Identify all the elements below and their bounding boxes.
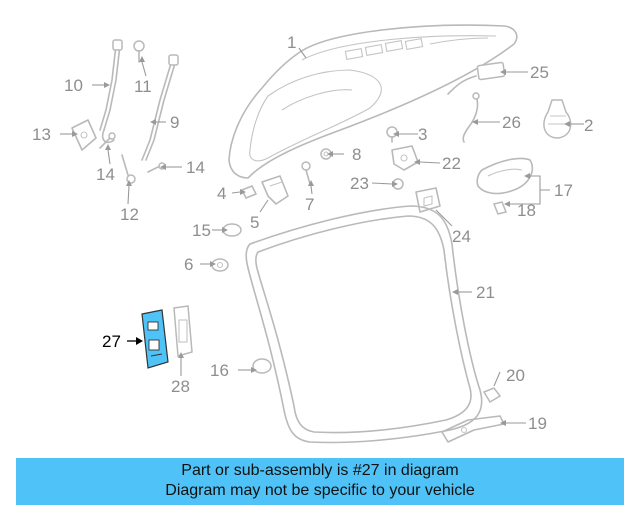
hinge-5 [261, 175, 289, 205]
leader-arrowheads [72, 56, 570, 426]
highlighted-part-27 [141, 309, 169, 369]
callout-22: 22 [442, 154, 461, 173]
callout-20: 20 [506, 366, 525, 385]
callout-10: 10 [64, 76, 83, 95]
callout-2: 2 [584, 116, 593, 135]
clip-7 [301, 161, 311, 185]
callout-25: 25 [530, 63, 549, 82]
callout-14b: 14 [186, 158, 205, 177]
liftgate-panel [228, 24, 518, 179]
leader-line-27 [127, 337, 143, 345]
parts-diagram: 1 2 3 4 5 6 7 8 9 10 11 12 13 14 14 15 1… [32, 24, 593, 444]
callout-labels: 1 2 3 4 5 6 7 8 9 10 11 12 13 14 14 15 1… [32, 33, 593, 433]
banner-line-2: Diagram may not be specific to your vehi… [165, 482, 475, 499]
callout-19: 19 [528, 414, 547, 433]
bumper-16 [252, 358, 272, 374]
banner-line-1: Part or sub-assembly is #27 in diagram [181, 462, 459, 479]
callout-9: 9 [170, 113, 179, 132]
handle-17 [476, 157, 534, 195]
callout-13: 13 [32, 125, 51, 144]
bolt-4 [241, 185, 257, 199]
clip-18 [492, 201, 508, 215]
callout-11: 11 [134, 77, 152, 96]
callout-7: 7 [305, 195, 314, 214]
callout-4: 4 [217, 184, 226, 203]
callout-3: 3 [418, 125, 427, 144]
part-28 [173, 305, 193, 357]
lift-support-left [99, 39, 123, 144]
ball-stud-12 [121, 154, 136, 184]
hinge-bracket-13 [71, 119, 97, 151]
callout-15: 15 [192, 221, 211, 240]
bolt-14-left [99, 132, 116, 149]
switch-25 [447, 61, 506, 95]
latch-22 [391, 145, 419, 171]
callout-18: 18 [517, 201, 536, 220]
callout-6: 6 [184, 255, 193, 274]
ball-stud [133, 40, 145, 63]
striker-24 [415, 187, 441, 213]
bumper-6 [211, 258, 229, 272]
callout-1: 1 [287, 33, 296, 52]
callout-8: 8 [352, 145, 361, 164]
leader-lines [60, 47, 584, 424]
callout-12: 12 [120, 205, 139, 224]
callout-24: 24 [452, 227, 471, 246]
callout-28: 28 [171, 377, 190, 396]
callout-17: 17 [554, 181, 573, 200]
rod-26 [462, 92, 480, 143]
lift-support-right [141, 54, 179, 161]
weatherstrip-seal [245, 205, 483, 444]
callout-16: 16 [210, 361, 229, 380]
nut-20 [482, 387, 502, 404]
callout-27: 27 [102, 332, 121, 351]
info-banner: Part or sub-assembly is #27 in diagram D… [16, 458, 624, 505]
callout-5: 5 [250, 213, 259, 232]
callout-14a: 14 [96, 165, 115, 184]
callout-23: 23 [350, 174, 369, 193]
cap-2 [543, 99, 572, 139]
callout-21: 21 [476, 283, 495, 302]
callout-26: 26 [502, 113, 521, 132]
